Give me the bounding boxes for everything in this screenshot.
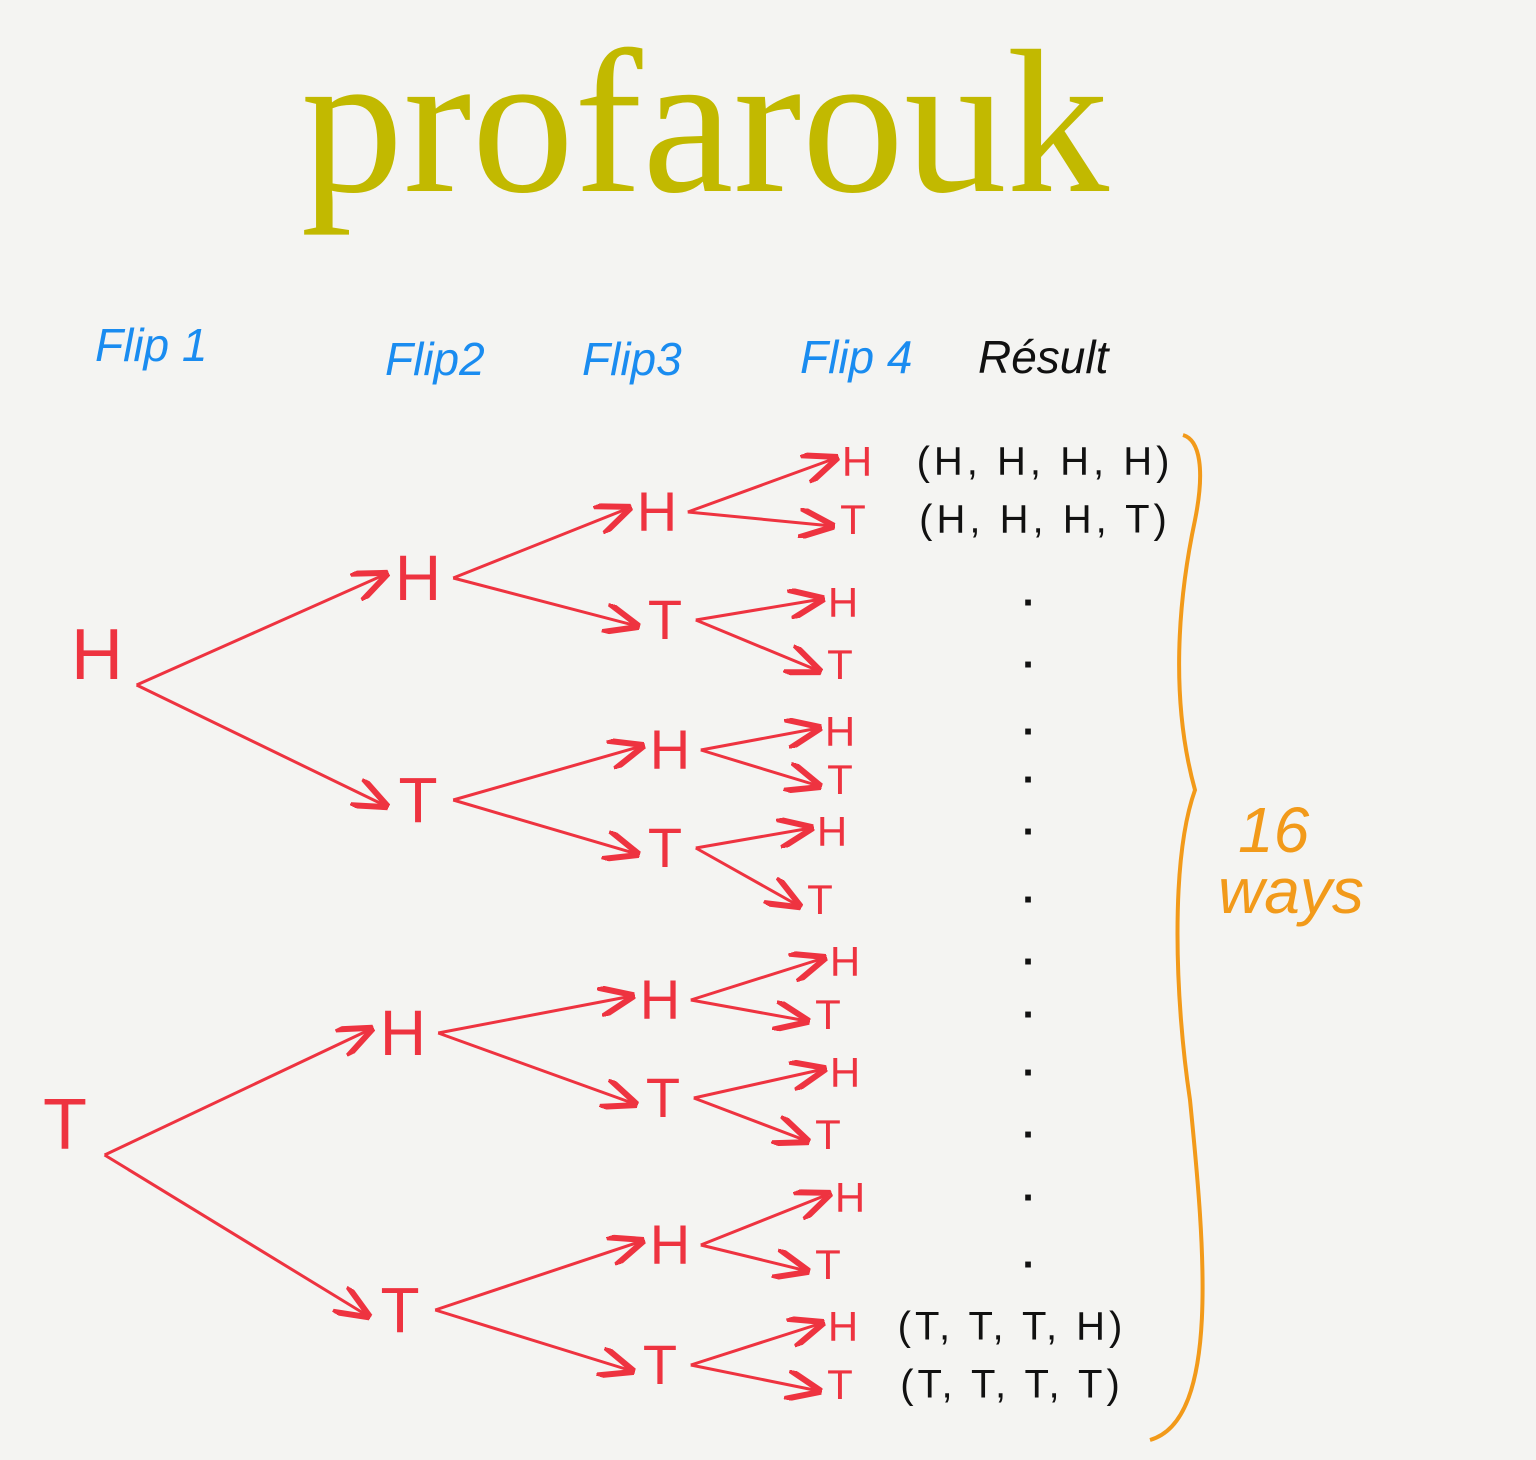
flip3-node-h: H — [649, 718, 691, 781]
total-unit: ways — [1218, 854, 1364, 927]
branch-arrow — [452, 798, 637, 854]
flip1-node-t: T — [43, 1085, 87, 1165]
branch-arrow — [695, 828, 811, 850]
flip2-node-t: T — [380, 1274, 420, 1346]
branch-arrow — [695, 846, 799, 906]
branch-arrow — [690, 958, 824, 1002]
flip3-node-t: T — [647, 816, 683, 879]
flip4-node-h: H — [816, 808, 848, 855]
branch-arrow — [437, 996, 632, 1035]
header-flip-4: Flip 4 — [800, 331, 913, 383]
branch-arrow — [452, 576, 637, 626]
flip4-node-h: H — [829, 1049, 861, 1096]
branch-arrow — [434, 1241, 642, 1312]
flip4-node-h: H — [829, 938, 861, 985]
branch-arrow — [437, 1031, 635, 1104]
branch-arrow — [700, 728, 819, 752]
flip4-node-h: H — [834, 1174, 866, 1221]
branch-arrow — [434, 1308, 632, 1371]
flip4-node-t: T — [815, 991, 841, 1038]
header-flip-1: Flip 1 — [95, 319, 208, 371]
branch-arrow — [700, 748, 819, 786]
result-ellipsis: . — [1022, 1040, 1038, 1085]
branch-arrow — [693, 1096, 807, 1141]
watermark-title: profarouk — [300, 9, 1110, 236]
result-ellipsis: . — [1022, 570, 1038, 615]
result-ellipsis: . — [1022, 982, 1038, 1027]
flip4-node-t: T — [827, 1361, 853, 1408]
branch-arrow — [700, 1243, 807, 1271]
result-outcome: (H, H, H, H) — [916, 439, 1174, 484]
branch-arrow — [452, 508, 629, 580]
branch-arrow — [135, 683, 386, 806]
flip3-node-h: H — [636, 480, 678, 543]
result-ellipsis: . — [1022, 799, 1038, 844]
flip4-node-h: H — [824, 708, 856, 755]
header-result: Résult — [978, 331, 1109, 383]
branch-arrow — [135, 574, 386, 687]
result-ellipsis: . — [1022, 747, 1038, 792]
header-flip-2: Flip2 — [385, 333, 485, 385]
flip2-node-h: H — [394, 542, 442, 614]
header-flip-3: Flip3 — [582, 333, 682, 385]
flip1-node-h: H — [71, 615, 123, 695]
result-ellipsis: . — [1022, 1165, 1038, 1210]
flip3-node-h: H — [649, 1213, 691, 1276]
branch-arrow — [103, 1029, 371, 1157]
flip3-node-t: T — [642, 1333, 678, 1396]
flip3-node-t: T — [645, 1066, 681, 1129]
result-ellipsis: . — [1022, 699, 1038, 744]
result-ellipsis: . — [1022, 1232, 1038, 1277]
branch-arrow — [695, 618, 819, 671]
result-outcome: (T, T, T, T) — [900, 1362, 1124, 1407]
result-outcome: (T, T, T, H) — [897, 1304, 1127, 1349]
result-ellipsis: . — [1022, 929, 1038, 974]
total-ways-label: 16 ways — [1218, 794, 1364, 927]
flip3-node-h: H — [639, 968, 681, 1031]
branch-arrow — [103, 1153, 368, 1316]
branch-arrow — [690, 998, 807, 1021]
branch-arrow — [687, 512, 832, 526]
flip4-node-h: H — [827, 579, 859, 626]
branch-arrow — [452, 746, 642, 802]
result-ellipsis: . — [1022, 867, 1038, 912]
flip2-node-t: T — [398, 764, 438, 836]
result-ellipsis: . — [1022, 1102, 1038, 1147]
total-count: 16 — [1238, 794, 1310, 866]
flip4-node-h: H — [841, 438, 873, 485]
flip4-node-t: T — [827, 756, 853, 803]
brace — [1149, 433, 1205, 1442]
branch-arrow — [700, 1194, 829, 1247]
flip4-node-t: T — [827, 641, 853, 688]
branch-arrow — [695, 599, 822, 622]
branch-arrow — [687, 458, 836, 514]
flip4-node-h: H — [827, 1303, 859, 1350]
flip4-node-t: T — [840, 496, 866, 543]
flip4-node-t: T — [807, 876, 833, 923]
branch-arrow — [690, 1363, 819, 1391]
flip3-node-t: T — [647, 588, 683, 651]
result-outcome: (H, H, H, T) — [919, 497, 1171, 542]
result-ellipsis: . — [1022, 632, 1038, 677]
flip2-node-h: H — [379, 997, 427, 1069]
branch-arrow — [693, 1069, 824, 1100]
branch-arrow — [690, 1323, 822, 1367]
flip4-node-t: T — [815, 1241, 841, 1288]
flip4-node-t: T — [815, 1111, 841, 1158]
